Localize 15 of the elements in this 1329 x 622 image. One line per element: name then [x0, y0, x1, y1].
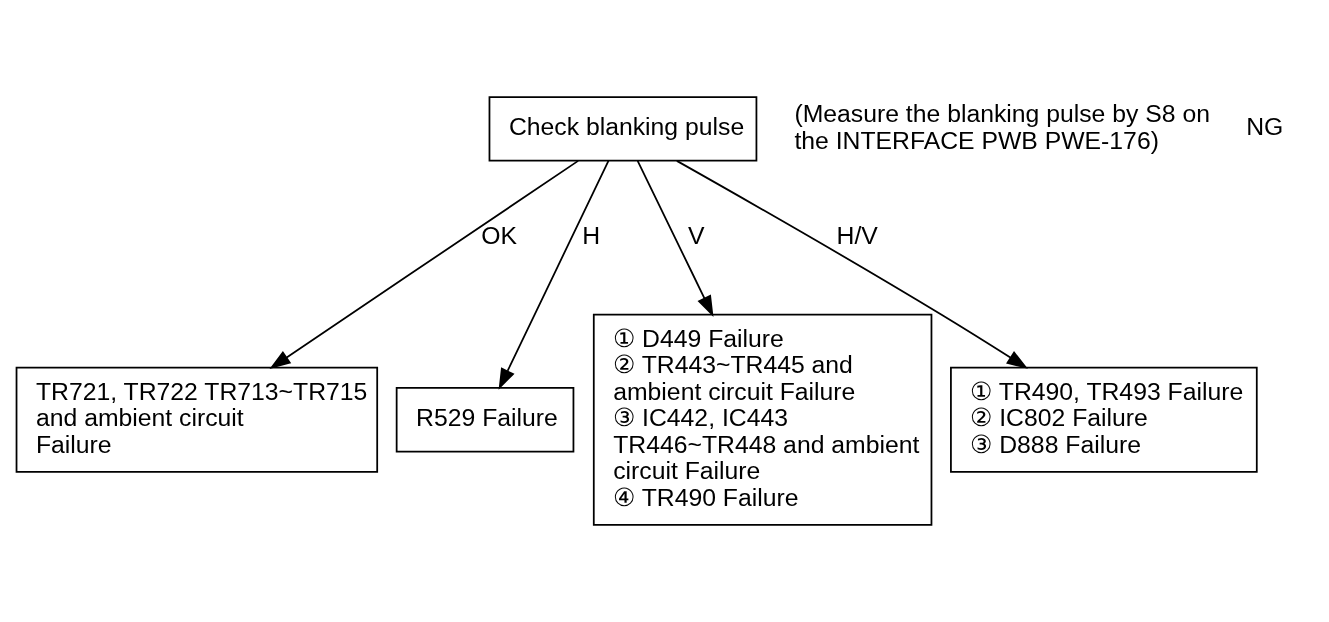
- arrow: [498, 159, 610, 390]
- node-box: R529 Failure: [395, 387, 575, 453]
- arrow: [636, 159, 714, 317]
- arrow: [675, 160, 1028, 369]
- node-box: ① D449 Failure ② TR443~TR445 and ambient circuit Failure ③ IC442, IC443 TR446~TR448 and ambient circuit Failure ④ TR490 Failure: [592, 313, 933, 526]
- edge-label: OK: [481, 222, 518, 250]
- edge-label: H/V: [836, 222, 878, 250]
- node-box: TR721, TR722 TR713~TR715 and ambient circuit Failure: [15, 366, 379, 473]
- node-box: Check blanking pulse: [488, 96, 758, 162]
- edge-label: V: [688, 222, 705, 250]
- node-label: (Measure the blanking pulse by S8 on the INTERFACE PWB PWE-176): [794, 100, 1210, 154]
- arrow: [269, 159, 580, 369]
- edge-label: H: [582, 222, 601, 250]
- node-box: ① TR490, TR493 Failure ② IC802 Failure ③ D888 Failure: [950, 366, 1258, 473]
- label: NG: [1246, 113, 1284, 141]
